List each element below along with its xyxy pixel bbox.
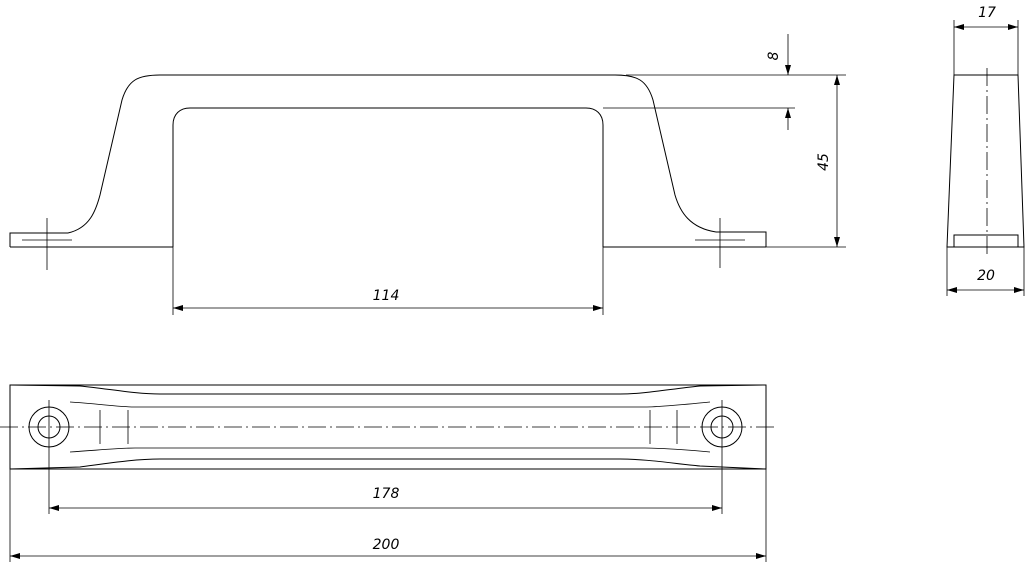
dim-45-label: 45 bbox=[816, 153, 832, 171]
side-view: 17 20 bbox=[946, 5, 1025, 296]
top-upper-contour bbox=[9, 384, 767, 395]
side-foot bbox=[953, 234, 1019, 248]
dim-200-label: 200 bbox=[373, 537, 400, 553]
front-view: 8 45 114 bbox=[9, 34, 846, 315]
dim-20-label: 20 bbox=[977, 268, 995, 284]
side-outline bbox=[946, 74, 1025, 248]
front-inner-opening bbox=[172, 107, 604, 247]
front-outer-contour bbox=[67, 74, 717, 234]
left-foot bbox=[9, 232, 68, 247]
right-foot bbox=[716, 231, 767, 247]
top-inner-lower bbox=[69, 447, 711, 453]
top-view: 178 200 bbox=[0, 384, 776, 562]
dim-17-label: 17 bbox=[978, 5, 996, 21]
dim-8-label: 8 bbox=[766, 51, 782, 60]
dim-114-label: 114 bbox=[373, 288, 400, 304]
top-inner-upper bbox=[69, 401, 711, 408]
top-lower-contour bbox=[9, 458, 767, 470]
dim-178-label: 178 bbox=[373, 486, 400, 502]
